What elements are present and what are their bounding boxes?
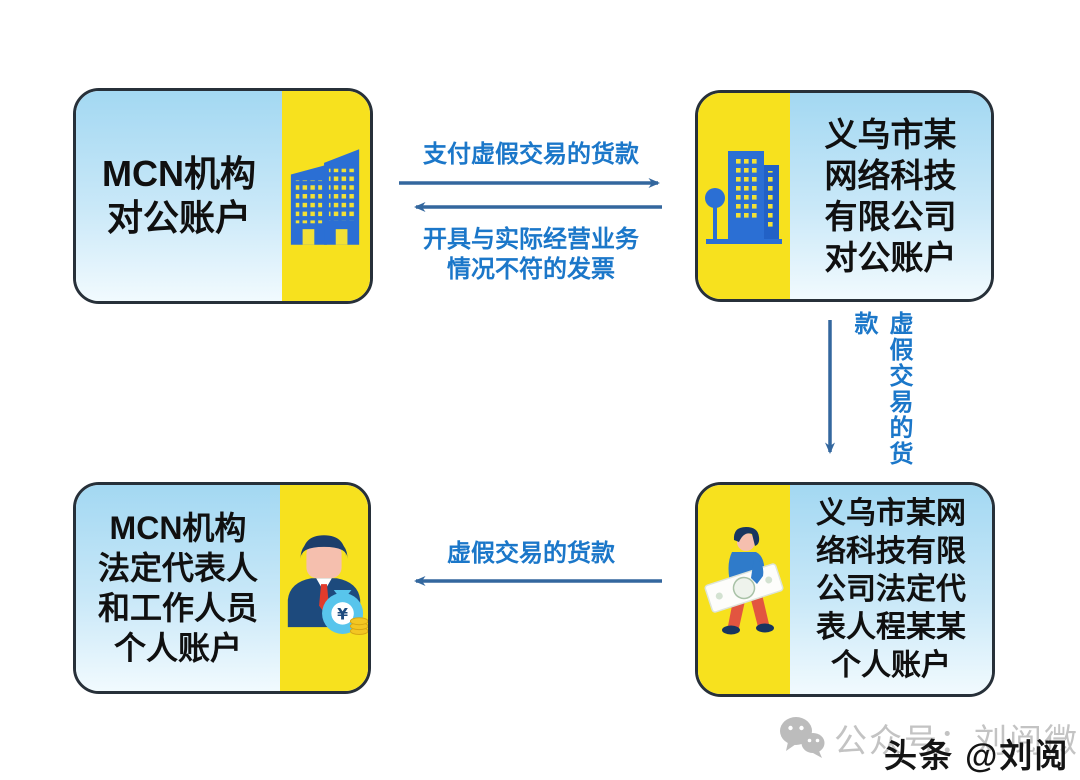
office-buildings-icon [290,149,360,245]
node-mcn-personal-accounts: MCN机构 法定代表人 和工作人员 个人账户 ¥ [73,482,371,694]
edge-label-transfer-down: 虚假交易的货款 [850,311,912,467]
node-mcn-corporate-account: MCN机构 对公账户 [73,88,373,304]
node-yiwu-corporate-account: 义乌市某 网络科技 有限公司 对公账户 [695,90,994,302]
node-yiwu-personal-label: 义乌市某网 络科技有限 公司法定代 表人程某某 个人账户 [816,495,966,685]
node-line: MCN机构 [102,153,256,194]
node-yiwu-personal-account: 义乌市某网 络科技有限 公司法定代 表人程某某 个人账户 [695,482,995,697]
edge-label-pay: 支付虚假交易的货款 [423,141,639,168]
node-line: 表人程某某 [816,610,966,644]
svg-text:¥: ¥ [337,604,348,623]
person-carrying-banknote-icon [704,526,784,634]
node-yiwu-personal-icon-panel [698,485,790,694]
node-line: 个人账户 [113,630,242,666]
node-line: 对公账户 [824,239,957,276]
node-line: 个人账户 [831,648,951,682]
node-mcn-personal-icon-panel: ¥ [280,485,368,691]
node-yiwu-corporate-icon-panel [698,93,790,299]
node-line: 络科技有限 [816,534,966,568]
node-mcn-corporate-label: MCN机构 对公账户 [102,152,256,240]
edge-label-invoice-line2: 情况不符的发票 [447,256,615,283]
node-line: 网络科技 [824,157,957,194]
node-yiwu-personal-text-panel: 义乌市某网 络科技有限 公司法定代 表人程某某 个人账户 [790,485,992,694]
edge-label-invoice-line1: 开具与实际经营业务 [423,226,639,253]
node-mcn-personal-label: MCN机构 法定代表人 和工作人员 个人账户 [98,508,258,668]
node-line: 对公账户 [106,197,251,238]
node-line: 法定代表人 [97,550,258,586]
wechat-icon [780,717,825,758]
node-line: 和工作人员 [97,590,258,626]
node-line: 公司法定代 [816,572,966,606]
office-building-tree-icon [705,151,782,244]
node-yiwu-corporate-label: 义乌市某 网络科技 有限公司 对公账户 [825,114,957,278]
node-line: 义乌市某网 [816,496,966,530]
businessman-moneybag-icon: ¥ [287,535,368,636]
node-line: 有限公司 [824,198,957,235]
edge-label-invoice: 开具与实际经营业务 情况不符的发票 [390,225,672,285]
node-line: 义乌市某 [824,116,957,153]
node-line: MCN机构 [109,510,247,546]
node-mcn-corporate-text-panel: MCN机构 对公账户 [76,91,282,301]
node-mcn-personal-text-panel: MCN机构 法定代表人 和工作人员 个人账户 [76,485,280,691]
watermark-toutiao-text: 头条 @刘阅微 [884,737,1070,774]
node-mcn-corporate-icon-panel [282,91,370,301]
edge-label-transfer-left: 虚假交易的货款 [447,540,615,567]
node-yiwu-corporate-text-panel: 义乌市某 网络科技 有限公司 对公账户 [790,93,991,299]
watermark-wechat-text: 公众号：刘阅微 [834,722,1079,759]
